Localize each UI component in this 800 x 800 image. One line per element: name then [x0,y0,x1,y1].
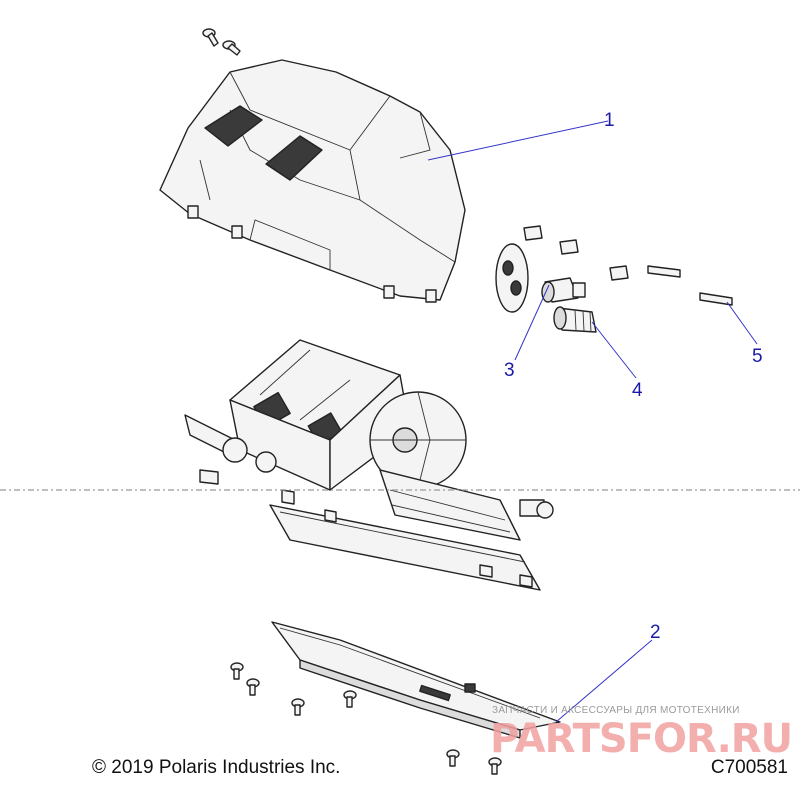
callout-2: 2 [650,622,661,643]
copyright-text: © 2019 Polaris Industries Inc. [92,757,341,778]
blower-assembly [184,339,554,591]
callout-5: 5 [752,346,763,367]
lower-tray [271,621,561,739]
callout-4: 4 [632,380,643,401]
upper-housing-cover [159,28,466,303]
gasket [495,243,529,313]
diagram-code: C700581 [710,757,788,778]
screw-top-b [222,40,241,56]
leader-line-5 [726,301,758,345]
pin-upper [647,265,681,278]
callout-1: 1 [604,110,615,131]
screw-lower-e [446,749,460,767]
leader-line-1 [427,120,609,161]
watermark-tagline: ЗАПЧАСТИ И АКСЕССУАРЫ ДЛЯ МОТОТЕХНИКИ [492,705,740,716]
callout-3: 3 [504,360,515,381]
screw-lower-f [488,757,502,775]
screw-lower-a [230,662,244,680]
fittings-cluster [495,225,733,333]
watermark-logo: PARTSFOR.RU [490,716,793,762]
screw-lower-b [246,678,260,696]
lower-screws [230,662,502,775]
fitting-3 [541,277,586,303]
screw-lower-d [343,690,357,708]
small-fittings [523,225,629,281]
pin-5 [699,292,733,306]
screw-top-a [202,28,219,47]
leader-line-2 [555,639,653,723]
screw-lower-c [291,698,305,716]
leader-line-4 [591,321,637,379]
leader-line-3 [514,284,550,361]
fitting-4 [553,306,597,333]
